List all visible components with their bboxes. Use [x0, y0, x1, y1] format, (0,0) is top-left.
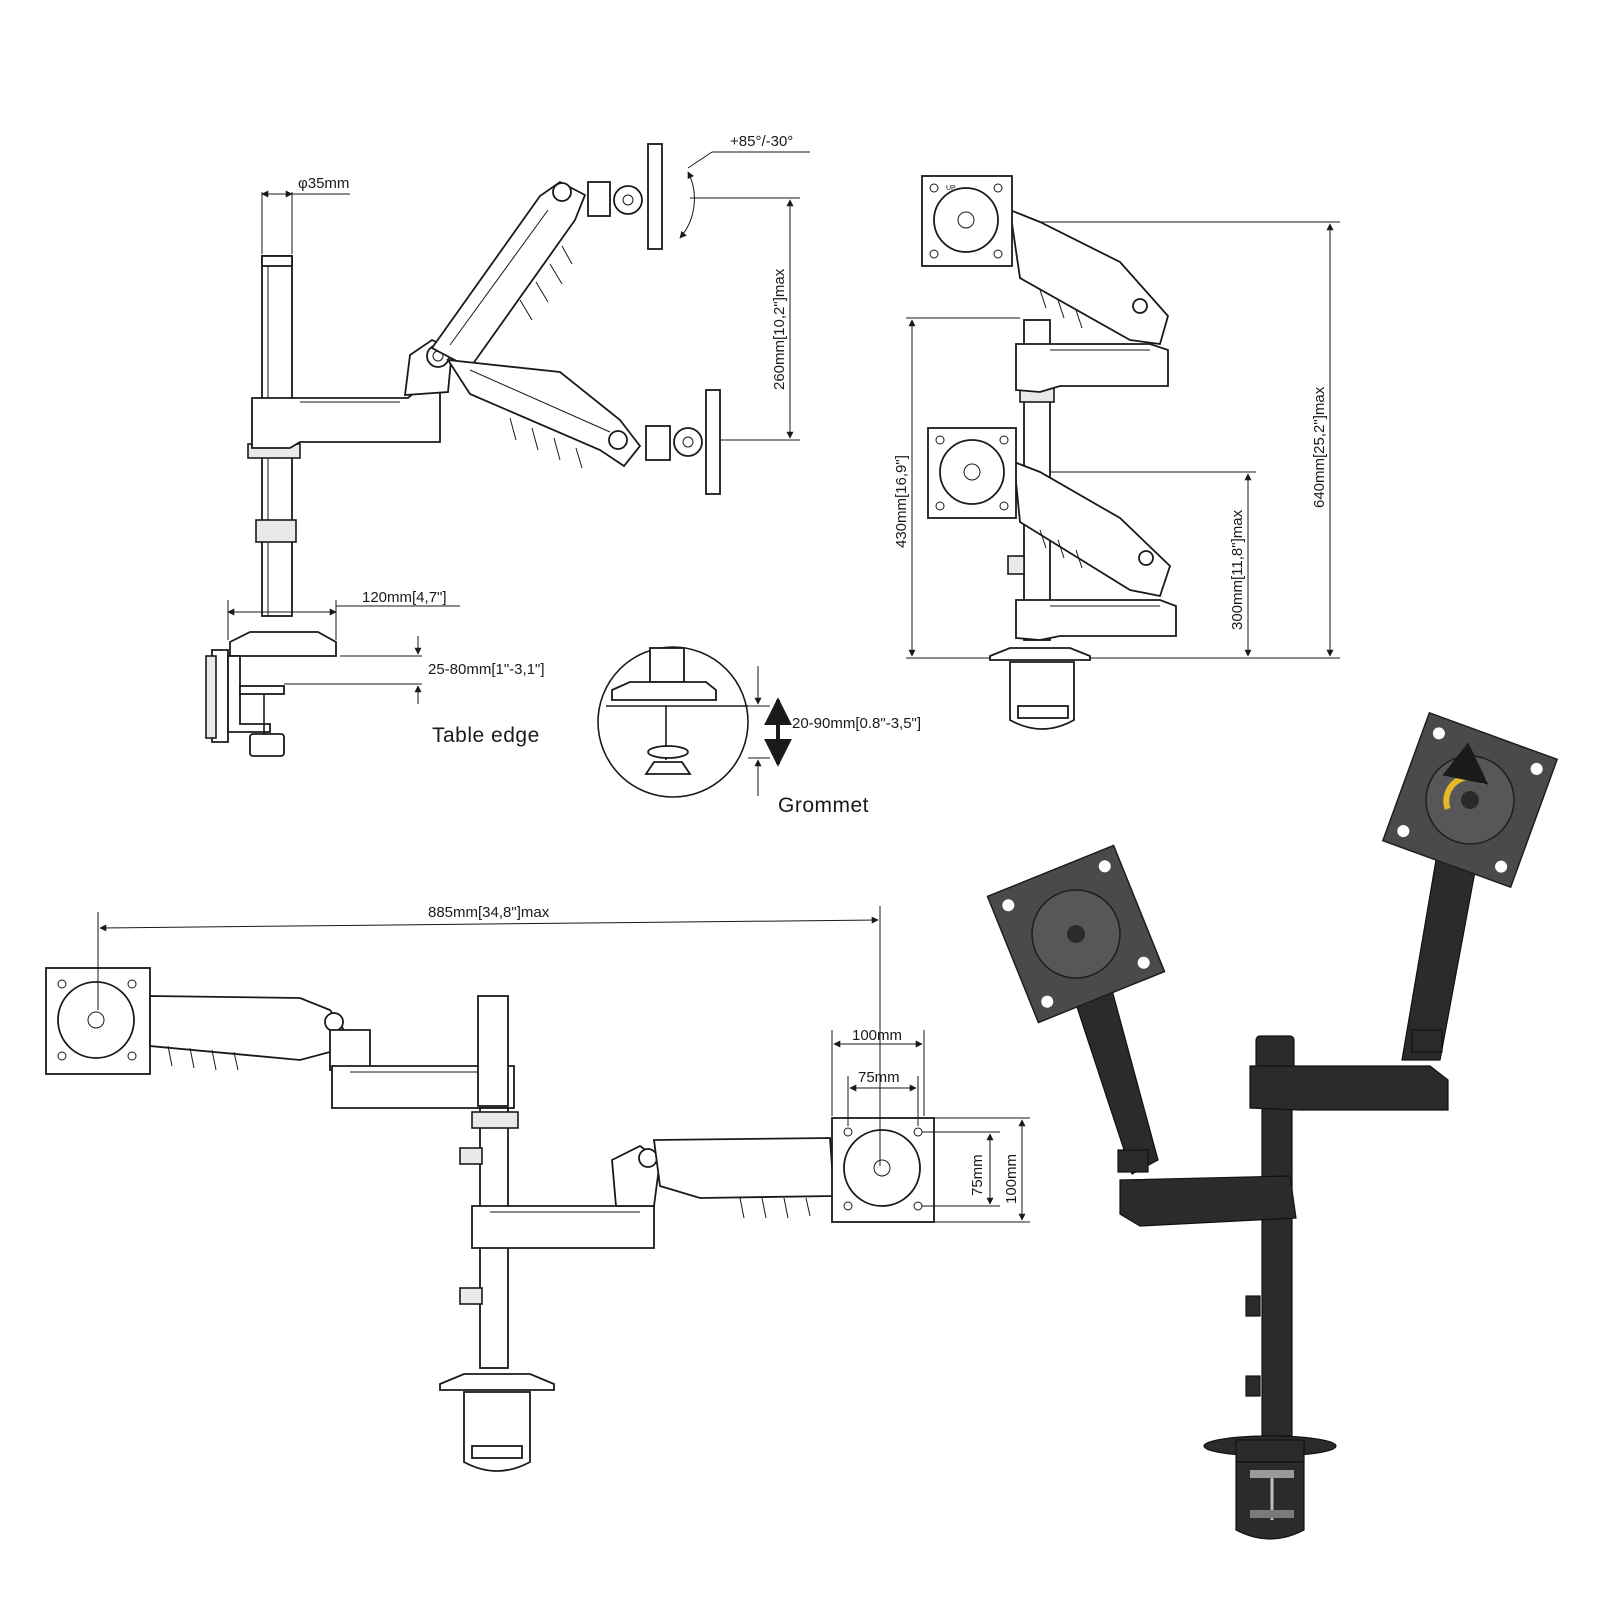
grommet-circle	[597, 646, 749, 798]
lower-gas-arm	[446, 358, 642, 468]
vesa-inner-height-label: 75mm	[969, 1154, 986, 1196]
monitor-plate-bottom	[705, 389, 721, 495]
clamp-range-label: 25-80mm[1"-3,1"]	[428, 661, 545, 678]
upper-gas-arm	[430, 180, 587, 370]
table-edge-caption: Table edge	[432, 724, 540, 747]
grommet-detail: 20-90mm[0.8"-3,5"] Grommet	[597, 646, 921, 817]
span-label: 885mm[34,8"]max	[428, 904, 550, 921]
vesa-up-mark: UP	[946, 185, 956, 192]
span-view-drawing: 885mm[34,8"]max 100mm 75mm 75mm 100mm	[45, 904, 1030, 1472]
side-view-drawing: φ35mm +85°/-30° 260mm[10,2"]max 120mm[4,…	[205, 133, 810, 757]
vesa-outer-width-label: 100mm	[852, 1027, 902, 1044]
monitor-plate-top	[647, 143, 663, 250]
tilt-joint	[613, 185, 643, 215]
product-render	[986, 711, 1559, 1540]
render-pole	[1261, 1095, 1293, 1437]
stack-height-label: 300mm[11,8"]max	[1229, 509, 1246, 630]
tilt-label: +85°/-30°	[730, 133, 793, 150]
lower-reach-label: 430mm[16,9"]	[893, 455, 910, 548]
pole-diameter-label: φ35mm	[298, 175, 349, 192]
right-gas-arm	[652, 1137, 835, 1199]
pole-collar	[255, 519, 297, 543]
grommet-caption: Grommet	[778, 794, 869, 817]
stacked-view-drawing: UP 640mm[25,2"]max 430mm[16,9"] 300mm[11…	[893, 175, 1340, 730]
render-right-arm	[1401, 845, 1477, 1061]
left-gas-arm	[149, 995, 346, 1061]
clamp-knob	[249, 733, 285, 757]
vesa-outer-height-label: 100mm	[1003, 1154, 1020, 1204]
clamp-base	[229, 631, 337, 657]
arm-height-label: 260mm[10,2"]max	[771, 268, 788, 390]
render-left-arm	[1075, 989, 1159, 1175]
upper-reach-label: 640mm[25,2"]max	[1311, 386, 1328, 508]
base-width-label: 120mm[4,7"]	[362, 589, 447, 606]
grommet-range-label: 20-90mm[0.8"-3,5"]	[792, 715, 921, 732]
vesa-inner-width-label: 75mm	[858, 1069, 900, 1086]
render-clamp	[1235, 1461, 1305, 1540]
